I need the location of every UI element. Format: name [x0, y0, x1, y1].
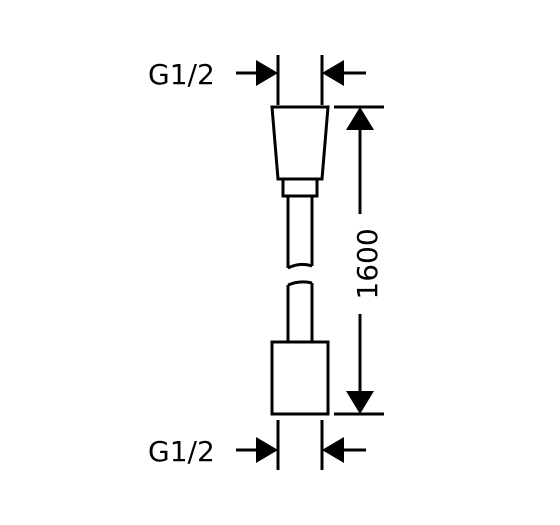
lower-nut [270, 340, 330, 416]
bottom-thread-dimension: G1/2 [148, 420, 366, 470]
top-left-arrowhead [256, 60, 278, 86]
lower-fitting [270, 340, 330, 416]
hose-upper-break [287, 262, 313, 270]
hose [286, 196, 314, 342]
length-dimension: 1600 [334, 105, 384, 416]
upper-ferrule [281, 177, 319, 198]
bottom-right-arrowhead [322, 437, 344, 463]
top-right-arrowhead [322, 60, 344, 86]
top-thread-dimension: G1/2 [148, 55, 366, 105]
bottom-left-arrowhead [256, 437, 278, 463]
upper-fitting [270, 105, 330, 198]
bottom-thread-label: G1/2 [148, 435, 215, 468]
upper-nut [270, 105, 330, 181]
length-top-arrowhead [346, 107, 374, 130]
top-thread-label: G1/2 [148, 58, 215, 91]
length-bottom-arrowhead [346, 391, 374, 414]
hose-lower-break [287, 280, 313, 287]
length-label: 1600 [351, 228, 384, 299]
